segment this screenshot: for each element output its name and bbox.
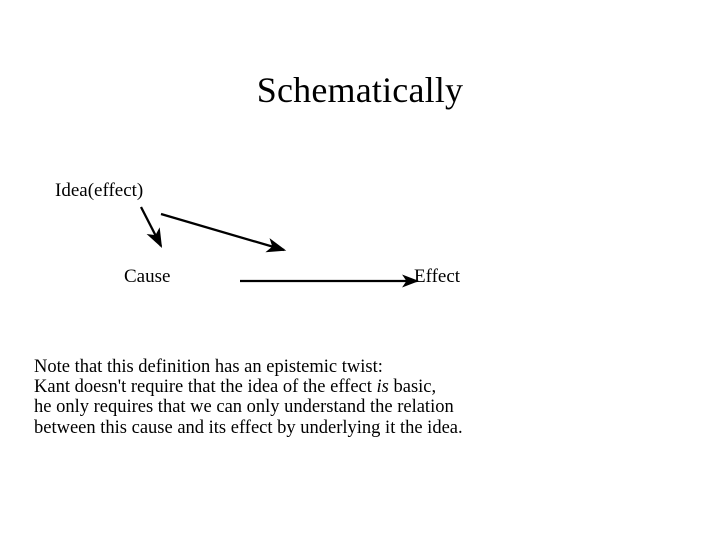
node-label-effect: Effect xyxy=(414,266,461,287)
body-line-emphasis: is xyxy=(376,377,389,398)
body-line: Note that this definition has an epistem… xyxy=(34,357,634,377)
body-line-text: between this cause and its effect by und… xyxy=(34,417,463,438)
body-line-text: Kant doesn't require that the idea of th… xyxy=(34,377,377,398)
body-line: Kant doesn't require that the idea of th… xyxy=(34,377,634,397)
body-line: he only requires that we can only unders… xyxy=(34,397,634,417)
arrow-idea-to-effect xyxy=(160,212,287,253)
node-label-cause: Cause xyxy=(124,266,171,287)
page-title: Schematically xyxy=(256,70,464,110)
body-line: between this cause and its effect by und… xyxy=(34,418,634,438)
node-label-idea: Idea(effect) xyxy=(55,180,144,201)
body-line-text: Note that this definition has an epistem… xyxy=(34,357,383,377)
body-line-text: he only requires that we can only unders… xyxy=(34,397,454,418)
body-text-block: Note that this definition has an epistem… xyxy=(34,357,634,438)
arrow-idea-to-cause xyxy=(139,206,163,249)
body-line-text-tail: basic, xyxy=(388,377,437,398)
